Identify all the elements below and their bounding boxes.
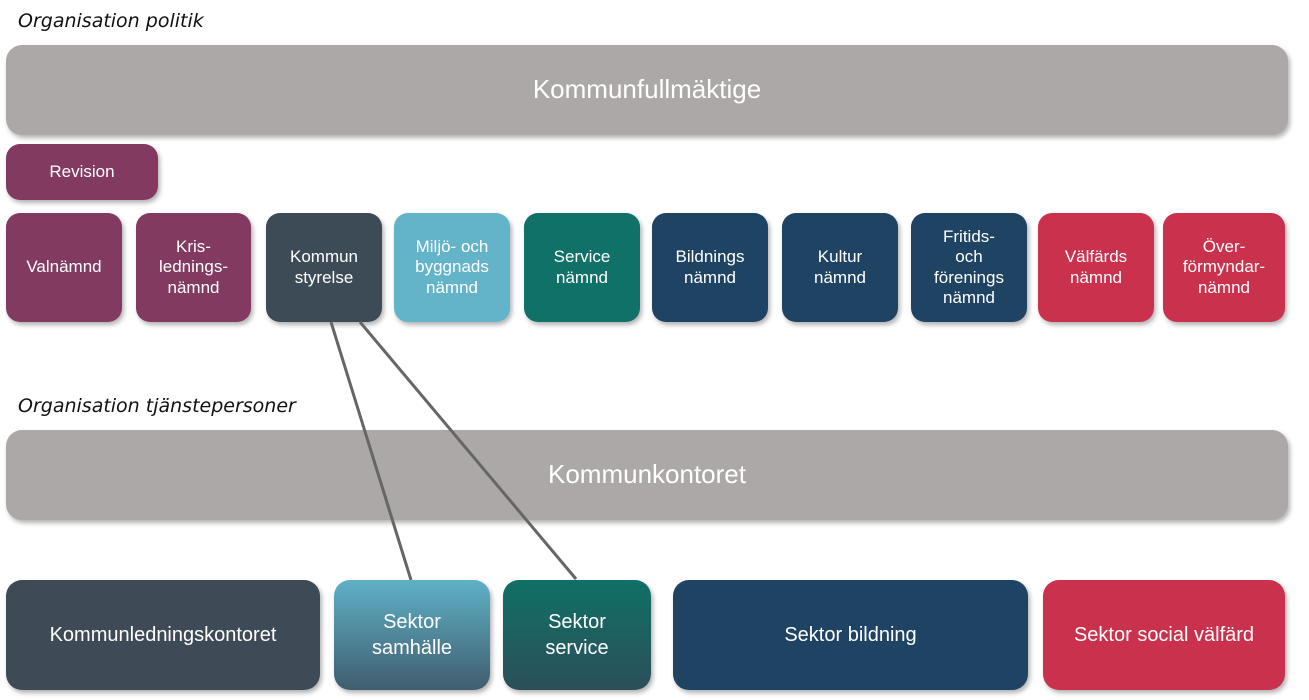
- namnd-box: Bildnings nämnd: [652, 213, 768, 322]
- namnd-box: Kommun styrelse: [266, 213, 382, 322]
- namnd-box: Valnämnd: [6, 213, 122, 322]
- namnd-box: Kultur nämnd: [782, 213, 898, 322]
- sektor-box: Kommunledningskontoret: [6, 580, 320, 690]
- namnd-box: Miljö- och byggnads nämnd: [394, 213, 510, 322]
- namnd-box: Välfärds nämnd: [1038, 213, 1154, 322]
- sektor-box: Sektor bildning: [673, 580, 1028, 690]
- namnd-box: Över- förmyndar- nämnd: [1163, 213, 1285, 322]
- heading-organisation-politik: Organisation politik: [18, 10, 204, 32]
- namnd-box: Kris- lednings- nämnd: [136, 213, 251, 322]
- sektor-box: Sektor samhälle: [334, 580, 490, 690]
- kommunkontoret-box: Kommunkontoret: [6, 430, 1288, 520]
- namnd-box: Service nämnd: [524, 213, 640, 322]
- connector-line-service: [358, 321, 578, 580]
- connector-line-samhalle: [329, 321, 413, 581]
- kommunfullmaktige-box: Kommunfullmäktige: [6, 45, 1288, 135]
- namnd-box: Fritids- och förenings nämnd: [911, 213, 1027, 322]
- sektor-box: Sektor service: [503, 580, 651, 690]
- heading-organisation-tjanstepersoner: Organisation tjänstepersoner: [18, 395, 296, 417]
- sektor-box: Sektor social välfärd: [1043, 580, 1285, 690]
- revision-box: Revision: [6, 144, 158, 200]
